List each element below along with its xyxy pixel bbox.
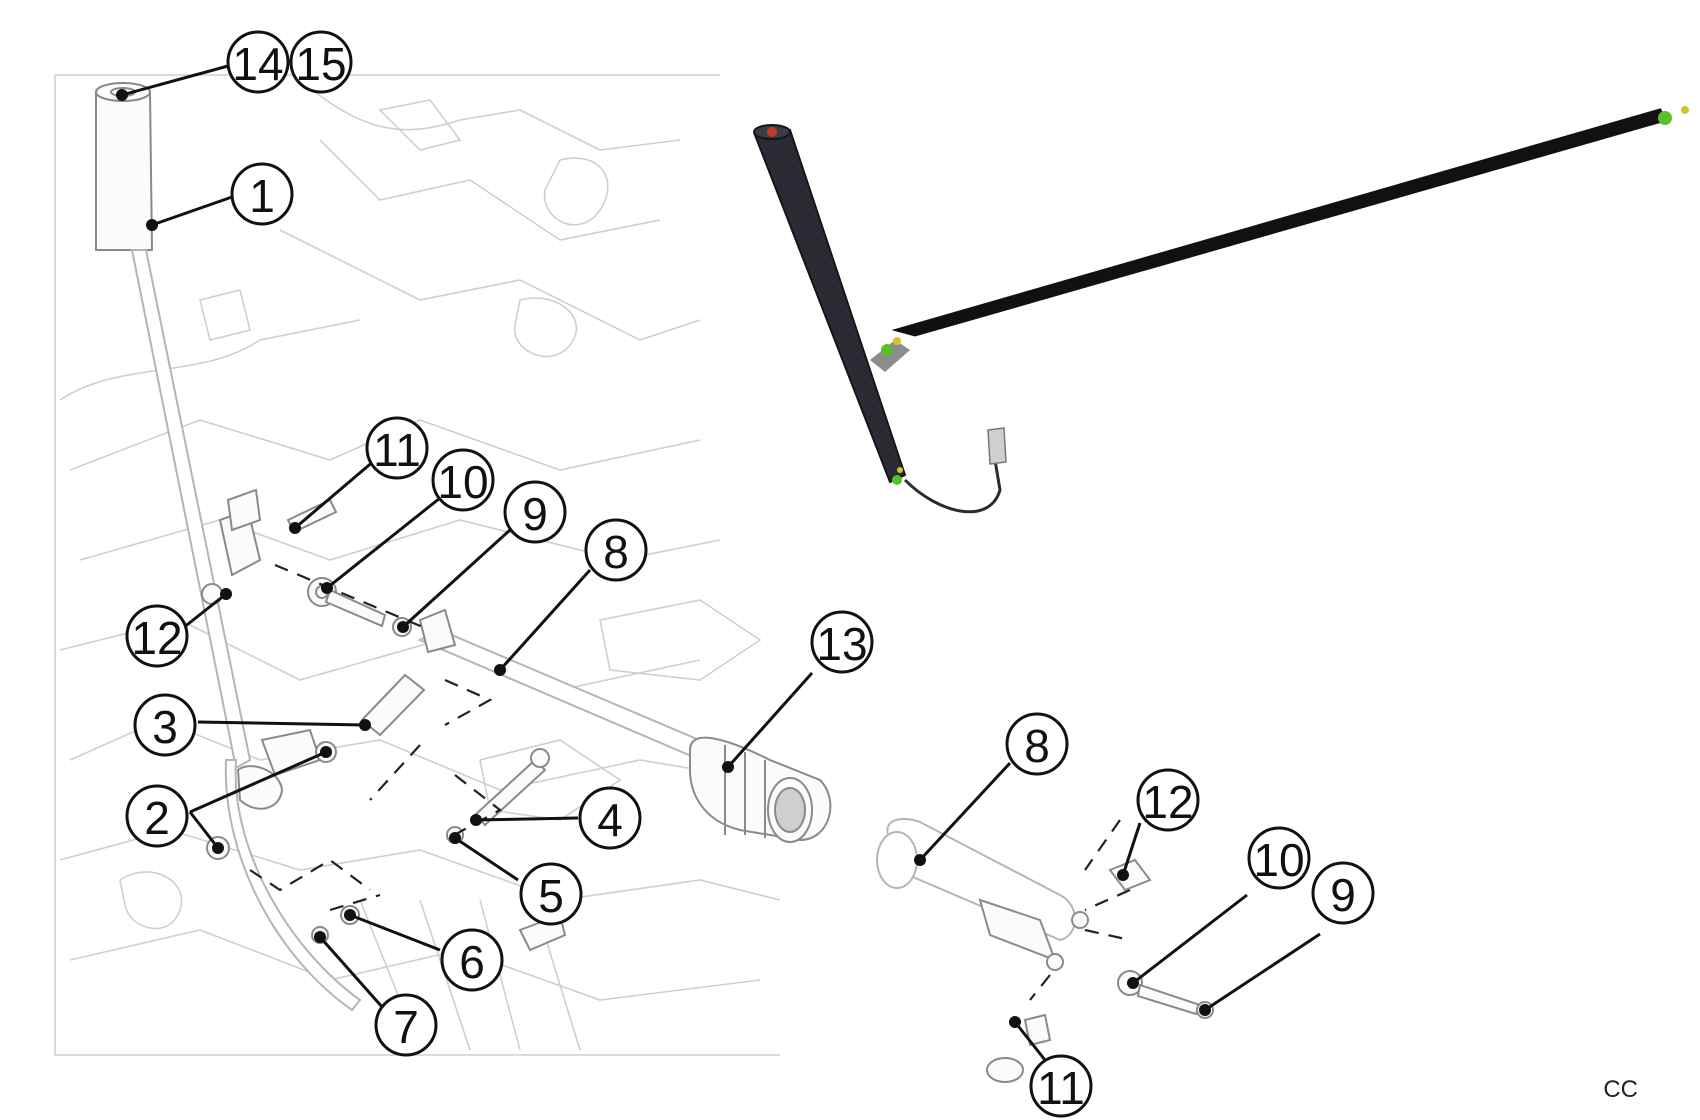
steering-column-assembly <box>95 82 362 1012</box>
svg-text:10: 10 <box>437 456 488 508</box>
callout-10-lower: 10 <box>1247 826 1311 890</box>
callout-15: 15 <box>289 30 353 94</box>
svg-text:5: 5 <box>538 870 564 922</box>
svg-text:13: 13 <box>816 618 867 670</box>
svg-text:12: 12 <box>131 612 182 664</box>
svg-text:8: 8 <box>1024 720 1050 772</box>
svg-text:10: 10 <box>1253 834 1304 886</box>
svg-text:9: 9 <box>1330 869 1356 921</box>
clevis-detail <box>876 818 1214 1083</box>
svg-text:11: 11 <box>373 424 421 476</box>
svg-text:7: 7 <box>393 1001 419 1053</box>
svg-text:1: 1 <box>249 170 275 222</box>
callout-11-upper: 11 <box>365 416 429 480</box>
svg-text:3: 3 <box>152 701 178 753</box>
svg-text:12: 12 <box>1142 776 1193 828</box>
corner-code: CC <box>1603 1076 1638 1103</box>
callout-5: 5 <box>519 862 583 926</box>
callout-12-left: 12 <box>125 604 189 668</box>
leader-dots <box>116 89 1211 1028</box>
assembly-dashed-lines <box>249 563 1131 1001</box>
callout-6: 6 <box>440 928 504 992</box>
callout-3: 3 <box>133 693 197 757</box>
callout-13: 13 <box>810 610 874 674</box>
callout-4: 4 <box>578 786 642 850</box>
callout-9-upper: 9 <box>503 480 567 544</box>
callout-2: 2 <box>125 784 189 848</box>
assembled-3d-view <box>753 106 1689 514</box>
callout-1: 1 <box>230 162 294 226</box>
svg-text:9: 9 <box>522 488 548 540</box>
callout-8-lower: 8 <box>1005 712 1069 776</box>
callout-8-upper: 8 <box>584 518 648 582</box>
callout-12-right: 12 <box>1136 768 1200 832</box>
svg-text:11: 11 <box>1037 1062 1085 1114</box>
svg-text:4: 4 <box>597 794 623 846</box>
callout-9-lower: 9 <box>1311 861 1375 925</box>
svg-text:2: 2 <box>144 792 170 844</box>
callout-14: 14 <box>226 30 290 94</box>
leader-lines <box>121 64 1321 1061</box>
svg-text:14: 14 <box>232 38 283 90</box>
svg-text:8: 8 <box>603 526 629 578</box>
svg-text:6: 6 <box>459 936 485 988</box>
callout-7: 7 <box>374 993 438 1057</box>
callout-11-lower: 11 <box>1029 1054 1093 1118</box>
callout-10-upper: 10 <box>431 448 495 512</box>
svg-text:15: 15 <box>295 38 346 90</box>
small-hardware-left <box>206 498 567 952</box>
